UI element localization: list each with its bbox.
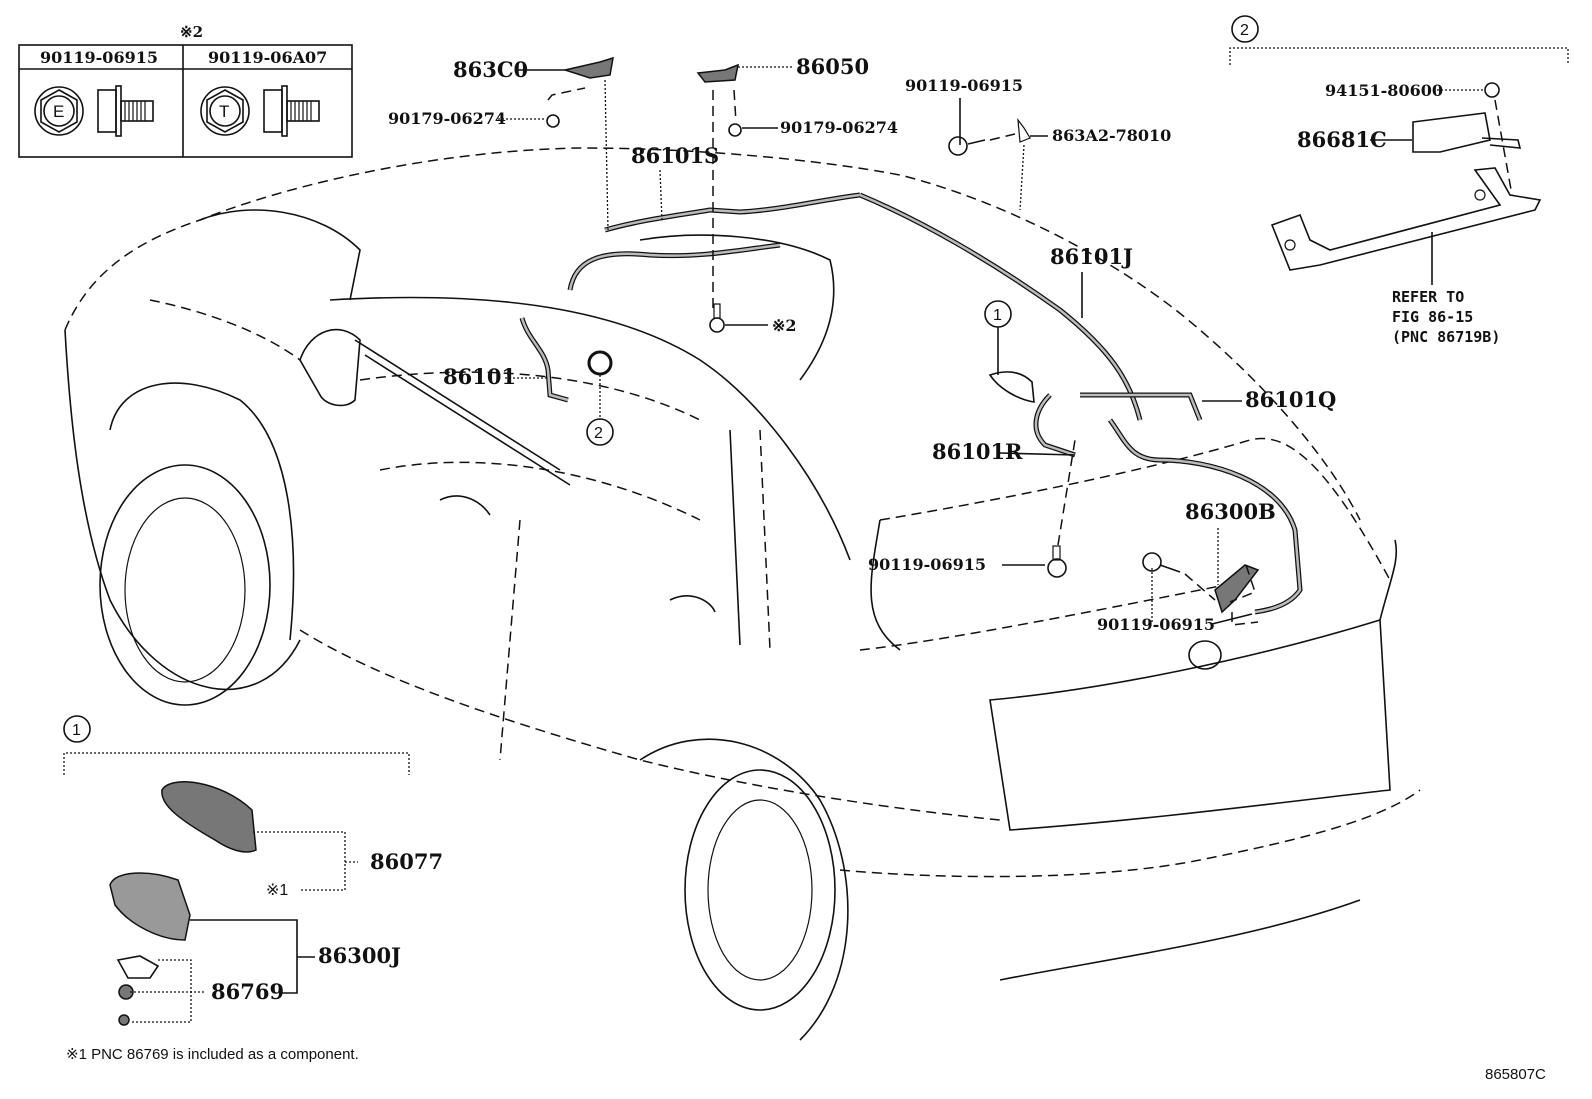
group-1-marker: 1 xyxy=(72,722,81,739)
table-marker: ※2 xyxy=(180,23,203,41)
callout-86300B: 86300B xyxy=(1185,499,1276,626)
harness-86101 xyxy=(519,317,569,403)
vehicle-body-outline xyxy=(64,147,1421,1041)
circle-ref-1-car: 1 xyxy=(984,300,1035,403)
roof-mount-icon xyxy=(587,350,613,376)
callout-90119-top: 90119-06915 xyxy=(905,76,1023,156)
harness-front xyxy=(567,242,781,291)
svg-text:2: 2 xyxy=(594,425,603,442)
callout-86050: 86050 xyxy=(696,54,869,310)
bracket-863C0-icon xyxy=(562,56,614,79)
svg-text:86101S: 86101S xyxy=(631,143,719,168)
fastener-table: ※2 90119-06915 90119-06A07 E T xyxy=(18,23,353,158)
svg-text:REFER TO: REFER TO xyxy=(1392,288,1464,306)
group-2-marker: 2 xyxy=(1240,22,1249,39)
module-86681C-icon xyxy=(1412,112,1491,153)
svg-text:T: T xyxy=(219,102,229,121)
antenna-assy-86300J-icon xyxy=(109,872,191,941)
bolt-icon xyxy=(1142,552,1162,572)
group-2-module: 2 94151-80600 86681C REFER TO FIG 86-15 … xyxy=(1229,15,1569,346)
table-col-part-1: 90119-06915 xyxy=(40,48,158,67)
clip-icon xyxy=(118,984,134,1000)
svg-text:86300J: 86300J xyxy=(318,943,401,968)
svg-text:86101Q: 86101Q xyxy=(1245,387,1336,412)
nut-icon xyxy=(546,114,560,128)
antenna-cover-86077-icon xyxy=(161,781,257,853)
nut-icon xyxy=(728,123,742,137)
svg-text:86077: 86077 xyxy=(370,849,443,874)
svg-text:86300B: 86300B xyxy=(1185,499,1276,524)
harness-86101J xyxy=(859,192,1143,421)
bolt-icon xyxy=(1047,558,1067,578)
group-1-antenna: 1 86077 ※1 86300J 86769 xyxy=(63,715,443,1026)
bolt-icon xyxy=(948,136,968,156)
harness-86101R xyxy=(1033,393,1303,615)
svg-text:90119-06915: 90119-06915 xyxy=(905,76,1023,95)
rear-wheel xyxy=(684,769,836,1011)
svg-text:863A2-78010: 863A2-78010 xyxy=(1052,126,1171,145)
bolt-e-icon: E xyxy=(34,85,154,137)
bolt-t-icon: T xyxy=(200,85,320,137)
svg-text:86769: 86769 xyxy=(211,979,284,1004)
svg-text:1: 1 xyxy=(993,307,1002,324)
svg-text:86101: 86101 xyxy=(443,364,516,389)
callout-86101J: 86101J xyxy=(1050,244,1133,318)
svg-text:90179-06274: 90179-06274 xyxy=(388,109,506,128)
callout-863C0: 863C0 xyxy=(453,56,614,231)
side-mirror xyxy=(299,328,361,407)
amplifier-86300B-icon xyxy=(1214,564,1260,614)
svg-text:86050: 86050 xyxy=(796,54,869,79)
tailgate xyxy=(989,618,1391,831)
svg-text:86101J: 86101J xyxy=(1050,244,1133,269)
circle-ref-2-car: 2 xyxy=(586,350,614,446)
shark-fin-outline-icon xyxy=(988,371,1035,403)
callout-90179-a: 90179-06274 xyxy=(388,87,586,128)
clip-icon xyxy=(1017,117,1031,143)
svg-text:863C0: 863C0 xyxy=(453,57,528,82)
svg-text:※2: ※2 xyxy=(772,316,797,335)
bracket-86719B-icon xyxy=(1270,167,1542,271)
bolt-icon xyxy=(709,317,725,333)
screw-icon xyxy=(118,1014,130,1026)
nut-icon xyxy=(1484,82,1500,98)
svg-text:94151-80600: 94151-80600 xyxy=(1325,81,1443,100)
callout-86101: 86101 xyxy=(443,364,548,389)
svg-text:90119-06915: 90119-06915 xyxy=(1097,615,1215,634)
gasket-icon xyxy=(116,955,160,979)
callout-90119-mid: 90119-06915 xyxy=(868,439,1076,578)
svg-text:86101R: 86101R xyxy=(932,439,1023,464)
callout-star2: ※2 xyxy=(709,303,797,335)
callout-86101S: 86101S xyxy=(631,143,719,223)
svg-text:90179-06274: 90179-06274 xyxy=(780,118,898,137)
figure-code: 865807C xyxy=(1485,1066,1546,1083)
callout-90179-b: 90179-06274 xyxy=(728,89,898,137)
svg-text:E: E xyxy=(53,102,64,121)
harness-86101Q xyxy=(1080,392,1203,421)
front-wheel xyxy=(99,464,271,706)
table-col-part-2: 90119-06A07 xyxy=(208,48,327,67)
footnote: ※1 PNC 86769 is included as a component. xyxy=(66,1046,359,1063)
svg-text:90119-06915: 90119-06915 xyxy=(868,555,986,574)
svg-text:※1: ※1 xyxy=(266,882,288,899)
callout-86101R: 86101R xyxy=(932,439,1076,464)
callout-863A2: 863A2-78010 xyxy=(1017,117,1171,211)
svg-text:FIG 86-15: FIG 86-15 xyxy=(1392,308,1473,326)
harness-86101S xyxy=(604,192,861,233)
callout-90119-low: 90119-06915 xyxy=(1097,552,1253,634)
svg-text:(PNC 86719B): (PNC 86719B) xyxy=(1392,328,1500,346)
callout-86101Q: 86101Q xyxy=(1202,387,1336,412)
bracket-86050-icon xyxy=(696,63,740,83)
